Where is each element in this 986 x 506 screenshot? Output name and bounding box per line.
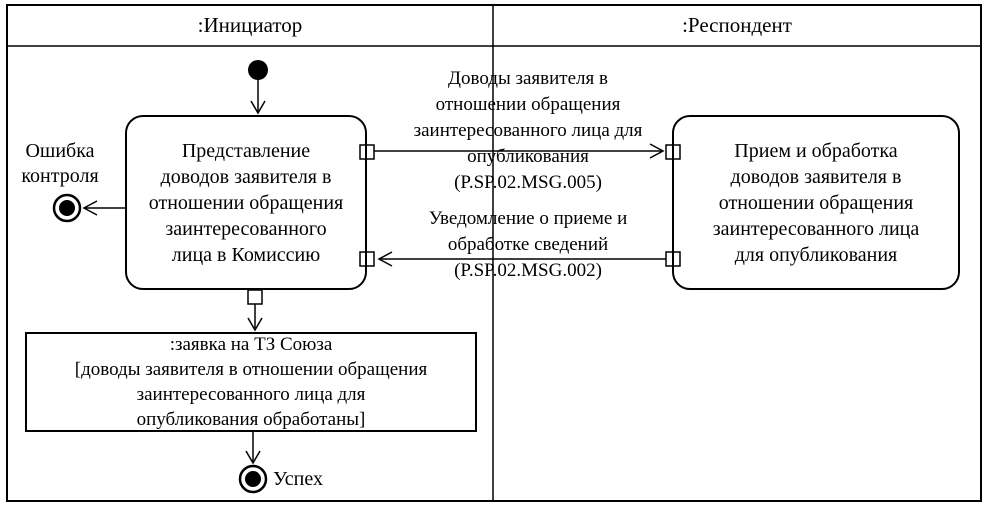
output-pin-object-icon (247, 289, 263, 305)
object-node: :заявка на ТЗ Союза[доводы заявителя в о… (25, 332, 477, 432)
flow-initial-to-activity-arrow (250, 80, 266, 115)
diagram-frame (6, 4, 982, 502)
flow-activity-to-error-arrow (82, 200, 125, 216)
message-response-arrow (377, 251, 666, 267)
input-pin-response-icon (359, 251, 375, 267)
lane-header-respondent: :Респондент (682, 12, 792, 37)
success-final-node-icon (238, 464, 268, 494)
success-final-label: Успех (273, 468, 323, 490)
message-request-arrow (374, 143, 665, 159)
output-pin-request-icon (359, 144, 375, 160)
flow-activity-to-object-arrow (247, 304, 263, 332)
error-final-node-icon (52, 193, 82, 223)
flow-object-to-success-arrow (245, 432, 261, 465)
initial-node-icon (248, 60, 268, 80)
lane-header-initiator: :Инициатор (197, 12, 303, 37)
